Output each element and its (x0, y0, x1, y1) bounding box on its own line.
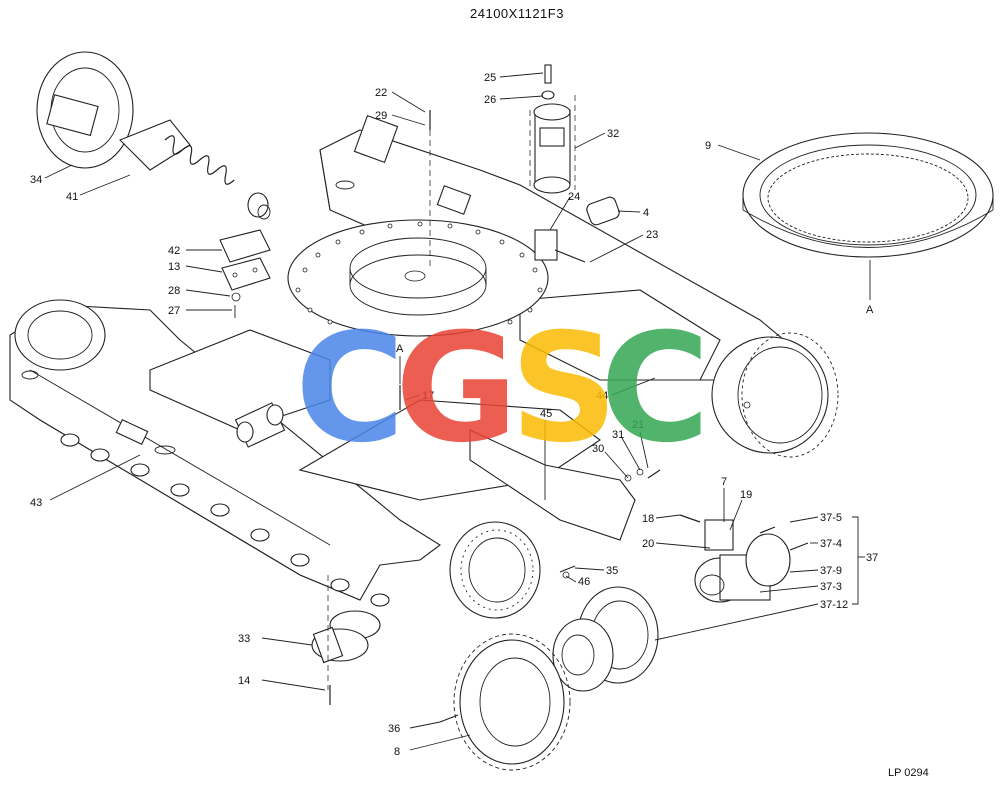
watermark-letter-c1: C (295, 302, 405, 476)
bracket-part-24 (534, 229, 558, 261)
label-21: 21 (632, 419, 644, 431)
label-36: 36 (388, 723, 400, 735)
label-17: 17 (422, 390, 434, 402)
label-32: 32 (607, 128, 619, 140)
label-4: 4 (643, 207, 649, 219)
label-33: 33 (238, 633, 250, 645)
label-13: 13 (168, 261, 180, 273)
label-34: 34 (30, 174, 42, 186)
label-19: 19 (740, 489, 752, 501)
watermark-letter-s: S (510, 302, 618, 476)
recoil-spring (164, 135, 271, 220)
leader-lines (44, 72, 871, 751)
label-25: 25 (484, 72, 496, 84)
label-37: 37 (866, 552, 878, 564)
track-roller (311, 575, 381, 705)
carrier-roller (234, 402, 286, 448)
track-frame (9, 114, 839, 619)
label-24: 24 (568, 191, 580, 203)
label-22: 22 (375, 87, 387, 99)
cover-plate-45 (469, 429, 636, 541)
label-18: 18 (642, 513, 654, 525)
label-23: 23 (646, 229, 658, 241)
label-37-3: 37-3 (820, 581, 842, 593)
label-8: 8 (394, 746, 400, 758)
pin-part-4 (586, 196, 620, 226)
label-45: 45 (540, 408, 552, 420)
label-7: 7 (721, 476, 727, 488)
center-swivel-joint (529, 64, 576, 194)
label-30: 30 (592, 443, 604, 455)
label-27: 27 (168, 305, 180, 317)
label-41: 41 (66, 191, 78, 203)
travel-motor-assembly (679, 514, 809, 603)
label-26: 26 (484, 94, 496, 106)
label-9: 9 (705, 140, 711, 152)
label-35: 35 (606, 565, 618, 577)
label-37-4: 37-4 (820, 538, 842, 550)
label-44: 44 (596, 390, 608, 402)
label-42: 42 (168, 245, 180, 257)
turntable-bolts (295, 221, 543, 325)
watermark-letter-c2: C (600, 302, 710, 476)
label-37-9: 37-9 (820, 565, 842, 577)
drive-sprocket (439, 633, 571, 771)
label-A-ring: A (866, 304, 874, 316)
label-14: 14 (238, 675, 250, 687)
swing-bearing-ring (742, 132, 994, 258)
bottom-rollers (60, 433, 390, 607)
cgsc-watermark: C G S C (295, 302, 710, 476)
label-43: 43 (30, 497, 42, 509)
part-labels: 34 41 42 13 28 27 22 29 25 26 32 24 4 23… (30, 72, 878, 758)
final-drive-reducer (552, 586, 659, 692)
label-46: 46 (578, 576, 590, 588)
diagram-title: 24100X1121F3 (470, 6, 564, 21)
label-A-frame: A (396, 343, 404, 355)
cover-plates (219, 229, 271, 318)
label-37-5: 37-5 (820, 512, 842, 524)
front-idler-assembly (36, 51, 271, 220)
label-20: 20 (642, 538, 654, 550)
label-31: 31 (612, 429, 624, 441)
drawing-code: LP 0294 (888, 767, 929, 779)
watermark-letter-g: G (395, 302, 518, 476)
label-28: 28 (168, 285, 180, 297)
bolt-23 (554, 249, 586, 263)
label-37-12: 37-12 (820, 599, 848, 611)
label-29: 29 (375, 110, 387, 122)
